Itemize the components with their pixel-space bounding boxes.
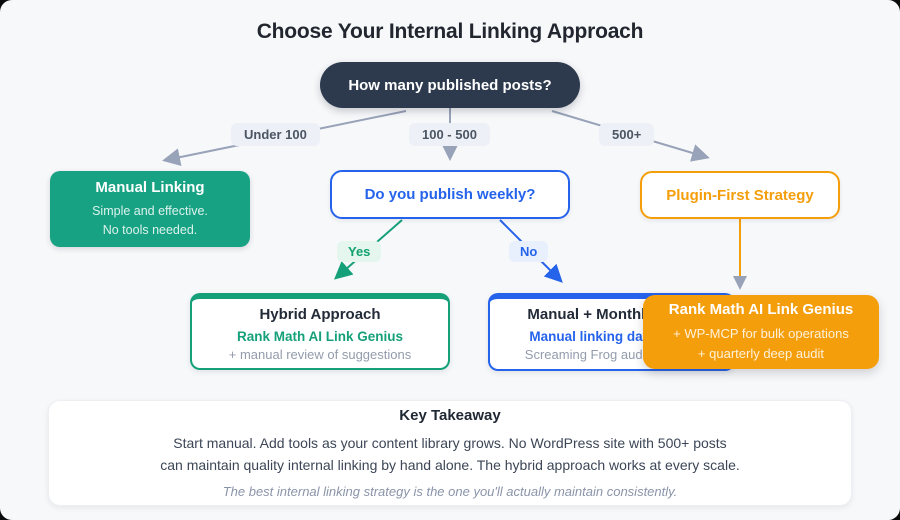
manual-linking-sub: Simple and effective. No tools needed. <box>92 202 208 238</box>
plugin-first-title: Plugin-First Strategy <box>666 186 814 204</box>
decision-label-yes: Yes <box>337 241 382 262</box>
branch-label-100-500: 100 - 500 <box>409 123 490 146</box>
rank-math-line1: + WP-MCP for bulk operations <box>673 326 849 341</box>
node-rank-math-ai: Rank Math AI Link Genius + WP-MCP for bu… <box>643 295 879 369</box>
node-manual-linking: Manual Linking Simple and effective. No … <box>50 171 250 247</box>
hybrid-accent-line: Rank Math AI Link Genius <box>236 328 404 344</box>
key-takeaway-card: Key Takeaway Start manual. Add tools as … <box>48 400 852 506</box>
key-takeaway-title: Key Takeaway <box>399 407 501 425</box>
node-hybrid-approach: Hybrid Approach Rank Math AI Link Genius… <box>190 293 450 370</box>
hybrid-muted-line: + manual review of suggestions <box>228 346 412 362</box>
key-takeaway-italic: The best internal linking strategy is th… <box>222 483 678 499</box>
page-title: Choose Your Internal Linking Approach <box>256 20 644 43</box>
rank-math-line2: + quarterly deep audit <box>697 345 825 361</box>
decision-label-no: No <box>509 241 549 262</box>
rank-math-title: Rank Math AI Link Genius <box>668 301 854 318</box>
node-root-question: How many published posts? <box>320 62 580 108</box>
hybrid-title: Hybrid Approach <box>259 305 381 323</box>
rank-math-sub: + WP-MCP for bulk operations + quarterly… <box>673 324 849 363</box>
branch-label-500-plus: 500+ <box>599 123 655 146</box>
node-publish-weekly: Do you publish weekly? <box>330 170 570 219</box>
edge-plugin-arrowhead <box>733 276 747 290</box>
key-takeaway-line1: Start manual. Add tools as your content … <box>173 435 727 452</box>
manual-linking-line1: Simple and effective. <box>92 204 208 219</box>
manual-linking-title: Manual Linking <box>95 179 205 197</box>
root-question-label: How many published posts? <box>348 76 552 94</box>
node-plugin-first: Plugin-First Strategy <box>640 171 840 219</box>
publish-weekly-title: Do you publish weekly? <box>364 186 536 203</box>
manual-linking-line2: No tools needed. <box>102 222 198 237</box>
key-takeaway-line2: can maintain quality internal linking by… <box>160 457 740 473</box>
branch-label-under-100: Under 100 <box>231 123 320 146</box>
